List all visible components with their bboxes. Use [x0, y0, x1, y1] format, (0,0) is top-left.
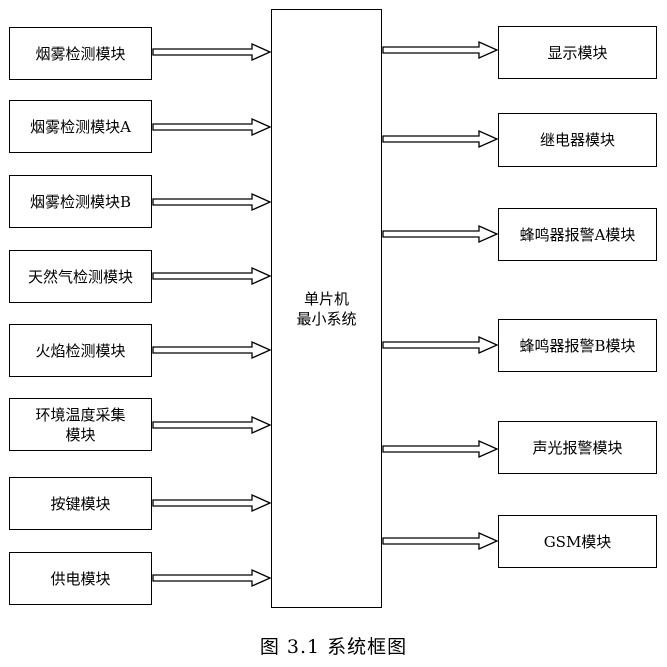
output-module-label: 显示模块: [547, 43, 608, 62]
input-module-label: 烟雾检测模块: [35, 44, 126, 63]
output-arrow-4: [382, 335, 499, 355]
input-module-label: 天然气检测模块: [27, 267, 133, 286]
input-arrow-7: [152, 493, 272, 513]
output-arrow-5: [382, 439, 499, 459]
output-module-label: 继电器模块: [539, 131, 615, 149]
input-module-label-line2: 模块: [65, 425, 96, 444]
input-module-label: 供电模块: [50, 569, 111, 588]
output-module-label: 蜂鸣器报警A模块: [519, 225, 636, 244]
input-module-label: 火焰检测模块: [35, 341, 126, 360]
input-module-label: 按键模块: [50, 494, 111, 513]
input-arrow-6: [152, 415, 272, 435]
input-arrow-4: [152, 266, 272, 286]
output-arrow-1: [382, 40, 499, 60]
output-module-label: GSM模块: [543, 532, 612, 551]
input-module-smoke-a: 烟雾检测模块A: [9, 100, 152, 153]
mcu-label-line1: 单片机: [303, 289, 349, 308]
input-module-temperature: 环境温度采集 模块: [9, 398, 152, 451]
input-module-keys: 按键模块: [9, 477, 152, 530]
output-module-sound-light: 声光报警模块: [498, 421, 657, 474]
mcu-label-line2: 最小系统: [296, 309, 357, 328]
output-module-buzzer-b: 蜂鸣器报警B模块: [498, 319, 657, 372]
input-module-label: 烟雾检测模块B: [29, 192, 132, 211]
input-module-smoke: 烟雾检测模块: [9, 27, 152, 80]
mcu-minimum-system: 单片机 最小系统: [271, 9, 382, 608]
input-arrow-1: [152, 42, 272, 62]
input-module-flame: 火焰检测模块: [9, 324, 152, 377]
output-module-display: 显示模块: [498, 26, 657, 79]
input-arrow-2: [152, 117, 272, 137]
output-arrow-6: [382, 531, 499, 551]
output-module-label: 蜂鸣器报警B模块: [519, 336, 636, 355]
input-module-smoke-b: 烟雾检测模块B: [9, 175, 152, 228]
output-module-relay: 继电器模块: [498, 113, 657, 167]
output-arrow-3: [382, 224, 499, 244]
input-module-label: 烟雾检测模块A: [30, 117, 131, 136]
input-arrow-3: [152, 192, 272, 212]
figure-caption: 图 3.1 系统框图: [259, 636, 408, 658]
output-module-buzzer-a: 蜂鸣器报警A模块: [498, 208, 657, 261]
input-arrow-5: [152, 340, 272, 360]
output-module-gsm: GSM模块: [498, 515, 657, 568]
output-arrow-2: [382, 129, 499, 149]
input-module-power: 供电模块: [9, 552, 152, 605]
input-module-label: 环境温度采集: [35, 405, 126, 424]
input-arrow-8: [152, 568, 272, 588]
input-module-gas: 天然气检测模块: [9, 250, 152, 303]
output-module-label: 声光报警模块: [532, 438, 623, 457]
